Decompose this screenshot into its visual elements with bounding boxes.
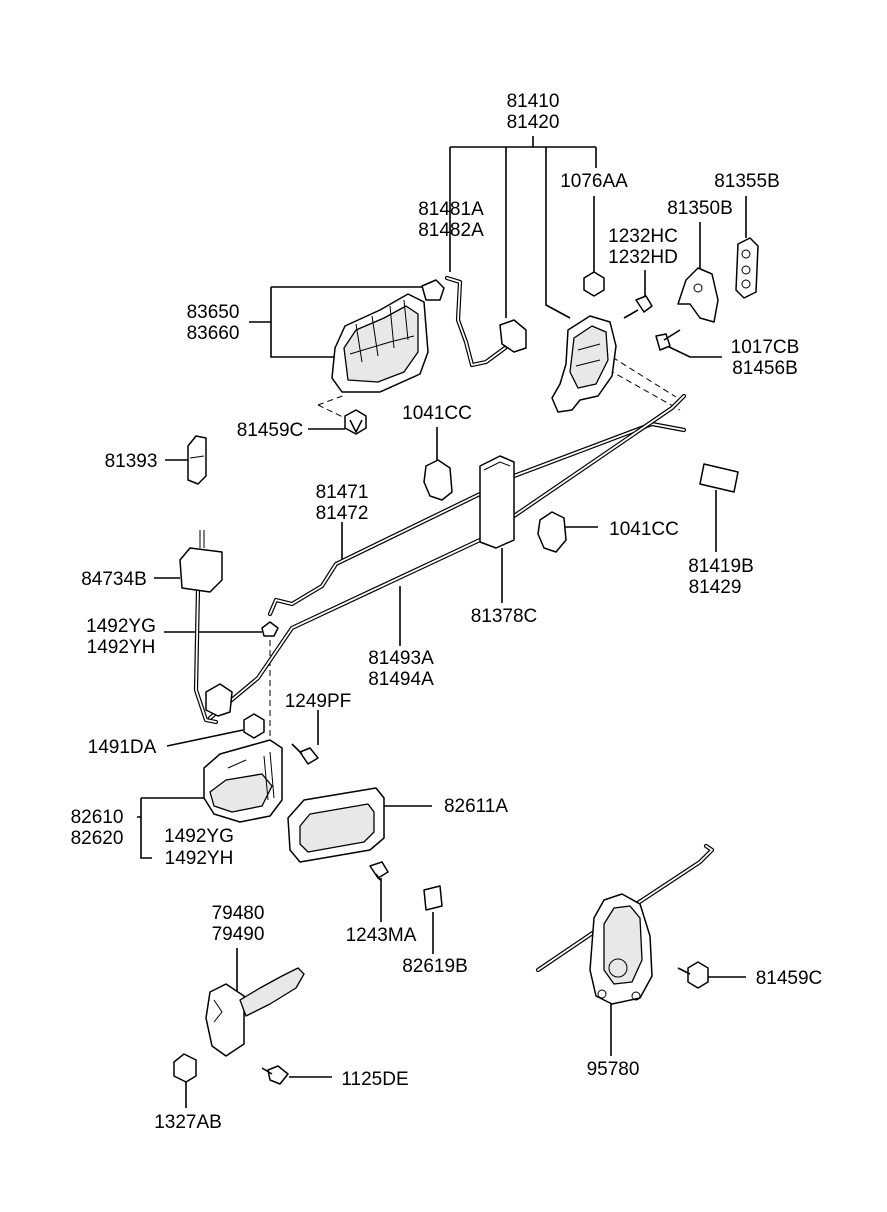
label-81482A: 81482A bbox=[418, 220, 484, 241]
bolt-1327AB bbox=[173, 1053, 197, 1083]
actuator-84734B bbox=[179, 530, 223, 593]
label-81481A: 81481A bbox=[418, 199, 484, 220]
grommet-81378C bbox=[479, 455, 515, 549]
label-1327AB: 1327AB bbox=[154, 1112, 222, 1133]
clip-1492YG-top bbox=[261, 621, 279, 637]
label-81459C-top: 81459C bbox=[237, 420, 304, 441]
bolt-1125DE bbox=[261, 1065, 289, 1085]
label-81459C-bottom: 81459C bbox=[756, 968, 823, 989]
label-1041CC-top: 1041CC bbox=[402, 403, 472, 424]
label-1076AA: 1076AA bbox=[560, 171, 628, 192]
label-84734B: 84734B bbox=[81, 569, 147, 590]
label-82611A: 82611A bbox=[444, 796, 508, 817]
label-81410: 81410 bbox=[507, 91, 560, 112]
latch-bracket-81350B bbox=[677, 267, 719, 323]
label-81419B: 81419B bbox=[688, 556, 754, 577]
label-81471: 81471 bbox=[316, 482, 369, 503]
inside-handle-82610 bbox=[203, 739, 283, 823]
label-1491DA: 1491DA bbox=[88, 737, 157, 758]
striker-plate-81355B bbox=[735, 237, 759, 299]
pad-81419B bbox=[699, 463, 739, 493]
screw-1243MA bbox=[369, 861, 389, 881]
label-81494A: 81494A bbox=[368, 669, 434, 690]
label-81355B: 81355B bbox=[714, 171, 780, 192]
handle-bezel-82611A bbox=[287, 787, 385, 863]
bracket-clip-lower bbox=[205, 683, 233, 717]
label-1232HC: 1232HC bbox=[608, 226, 678, 247]
label-81456B: 81456B bbox=[732, 358, 798, 379]
label-81393: 81393 bbox=[105, 451, 158, 472]
pad-82619B bbox=[423, 885, 443, 911]
label-82619B: 82619B bbox=[402, 956, 468, 977]
label-81493A: 81493A bbox=[368, 648, 434, 669]
label-81378C: 81378C bbox=[471, 606, 538, 627]
label-82610: 82610 bbox=[71, 807, 124, 828]
bolt-1017CB bbox=[655, 329, 681, 351]
label-79490: 79490 bbox=[212, 924, 265, 945]
label-1232HD: 1232HD bbox=[608, 247, 678, 268]
leader-lines bbox=[137, 136, 747, 1108]
label-83660: 83660 bbox=[187, 323, 240, 344]
rod-clip-1041CC-right bbox=[537, 511, 567, 553]
label-83650: 83650 bbox=[187, 302, 240, 323]
rods-and-cables bbox=[193, 275, 715, 973]
outside-handle-83650 bbox=[331, 293, 429, 393]
label-81472: 81472 bbox=[316, 503, 369, 524]
latch-assembly-95780 bbox=[589, 893, 653, 1005]
rod-clip-1041CC-top bbox=[423, 459, 453, 501]
door-latch-81410 bbox=[551, 315, 617, 413]
label-81350B: 81350B bbox=[667, 198, 733, 219]
bolt-1076AA bbox=[583, 271, 605, 297]
label-1243MA: 1243MA bbox=[346, 925, 417, 946]
label-79480: 79480 bbox=[212, 903, 265, 924]
label-1492YG-top: 1492YG bbox=[86, 616, 156, 637]
label-1249PF: 1249PF bbox=[285, 691, 352, 712]
actuator-clip-81393 bbox=[187, 435, 207, 485]
rod-clip-81410 bbox=[499, 319, 527, 353]
label-81429: 81429 bbox=[689, 577, 742, 598]
label-82620: 82620 bbox=[71, 828, 124, 849]
screw-1232HC bbox=[623, 295, 653, 319]
label-81420: 81420 bbox=[507, 112, 560, 133]
label-1017CB: 1017CB bbox=[731, 337, 800, 358]
screw-1249PF bbox=[291, 743, 319, 765]
bolt-81459C-top bbox=[344, 409, 367, 435]
rod-clip-83650 bbox=[421, 279, 445, 301]
bolt-81459C-bottom bbox=[677, 961, 709, 989]
label-1492YG-bottom: 1492YG bbox=[164, 826, 234, 847]
bushing-1491DA bbox=[243, 713, 265, 739]
part-labels: 81410 81420 1076AA 81355B 81481A 81482A … bbox=[71, 91, 823, 1133]
label-1492YH-top: 1492YH bbox=[87, 637, 156, 658]
door-checker-79480 bbox=[205, 967, 305, 1057]
label-95780: 95780 bbox=[587, 1059, 640, 1080]
label-1492YH-bottom: 1492YH bbox=[165, 848, 234, 869]
label-1041CC-right: 1041CC bbox=[609, 519, 679, 540]
label-1125DE: 1125DE bbox=[341, 1069, 408, 1090]
